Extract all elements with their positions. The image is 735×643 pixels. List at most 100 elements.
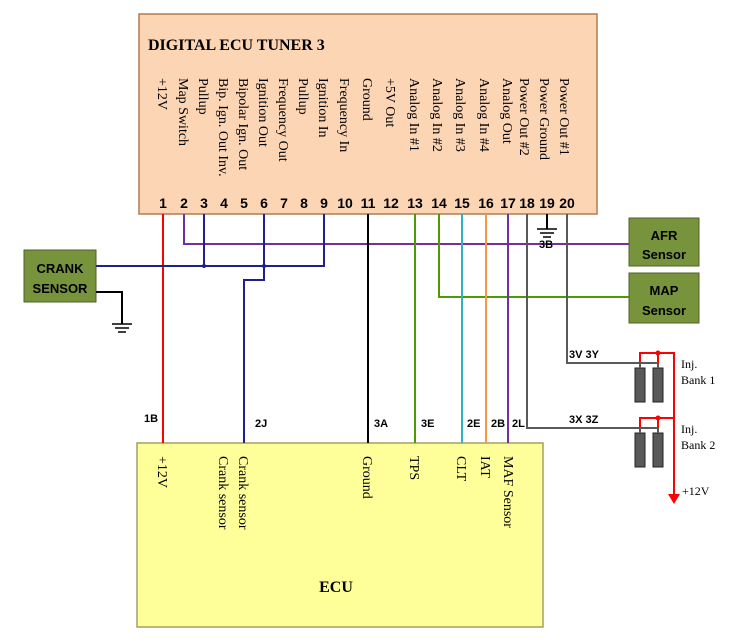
inj2-supply-wire [639,417,659,428]
wire-label-3a: 3A [374,418,388,430]
wire-label-2j: 2J [255,418,267,430]
pin-num-19: 19 [539,195,555,211]
pin-label-8: Pullup [295,78,310,115]
crank-sensor-label-1: CRANK [37,261,85,276]
pin-num-2: 2 [180,195,188,211]
afr-sensor-box [628,217,700,267]
wire-pin2-afr [183,214,629,245]
tuner-pin-numbers: 1 2 3 4 5 6 7 8 9 10 11 12 13 14 15 16 1… [159,195,575,211]
ecu-label-ground: Ground [359,456,374,499]
injector-icon [652,432,664,468]
wire-label-3x3z: 3X 3Z [569,414,599,426]
arrow-down-icon [668,494,680,504]
injector-bank-1: Inj. Bank 1 [634,350,715,403]
pin-num-18: 18 [519,195,535,211]
injector-supply-rail [658,352,675,495]
pin-label-13: Analog In #1 [406,78,421,152]
pin-label-14: Analog In #2 [429,78,444,152]
junction-dot [262,264,266,268]
wire-labels: 1B 2J 3A 3E 2E 2B 2L 3B 3V 3Y 3X 3Z [144,239,600,430]
wire-pin18-inj2 [526,214,640,429]
ecu-pin-labels: +12V Crank sensor Crank sensor Ground TP… [154,456,515,530]
pin-num-5: 5 [240,195,248,211]
tuner-box [138,13,598,215]
pin-label-1: +12V [154,78,169,110]
junctions [202,264,266,268]
pin-label-6: Ignition Out [255,78,270,147]
pin-num-9: 9 [320,195,328,211]
ecu-label-iat: IAT [477,456,492,478]
ecu-title: ECU [319,579,353,596]
crank-sensor-box [23,249,97,303]
inj1-supply-wire [639,352,659,363]
pin-num-3: 3 [200,195,208,211]
ground-symbol-pin19 [537,228,557,238]
afr-sensor-label-1: AFR [651,228,678,243]
pin-label-11: Ground [359,78,374,121]
inj-bank2-label-2: Bank 2 [681,438,715,452]
injector-supply-label: +12V [682,484,710,498]
afr-sensor-label-2: Sensor [642,247,686,262]
pin-num-13: 13 [407,195,423,211]
pin-label-15: Analog In #3 [452,78,467,152]
pin-num-16: 16 [478,195,494,211]
pin-label-19: Power Ground [536,78,551,160]
injector-icon [652,367,664,403]
pin-label-9: Ignition In [315,78,330,138]
wire-label-2l: 2L [512,418,525,430]
pin-label-4: Bip. Ign. Out Inv. [215,78,230,177]
pin-label-17: Analog Out [499,78,514,144]
wire-label-1b: 1B [144,413,158,425]
wire-label-3v3y: 3V 3Y [569,349,600,361]
ecu-label-tps: TPS [406,456,421,480]
wire-pin6-ecu-crank [243,214,265,443]
wire-label-2b: 2B [491,418,505,430]
ecu-label-crank-2: Crank sensor [235,456,250,530]
ecu-box [136,442,544,628]
wire-crank-ground [96,291,123,324]
pin-num-20: 20 [559,195,575,211]
pin-num-11: 11 [361,195,376,211]
crank-sensor-label-2: SENSOR [33,281,89,296]
pin-label-18: Power Out #2 [516,78,531,156]
pin-num-6: 6 [260,195,268,211]
pin-num-10: 10 [337,195,353,211]
pin-num-17: 17 [500,195,516,211]
pin-label-16: Analog In #4 [476,78,491,152]
pin-label-2: Map Switch [175,78,190,146]
wire-pin14-map [438,214,629,298]
map-sensor-box [628,272,700,324]
pin-num-12: 12 [383,195,399,211]
tuner-pin-labels: +12V Map Switch Pullup Bip. Ign. Out Inv… [154,78,571,177]
inj-bank1-label-2: Bank 1 [681,373,715,387]
junction-dot [202,264,206,268]
pin-label-10: Frequency In [336,78,351,152]
map-sensor-label-1: MAP [650,283,679,298]
wires [96,214,640,443]
pin-label-5: Bipolar Ign. Out [235,78,250,170]
injector-icon [634,432,646,468]
map-sensor-label-2: Sensor [642,303,686,318]
injector-icon [634,367,646,403]
pin-num-15: 15 [454,195,470,211]
wire-crank-pin9 [96,214,325,267]
pin-num-7: 7 [280,195,288,211]
wire-label-3b: 3B [539,239,553,251]
wire-label-3e: 3E [421,418,434,430]
ecu-label-clt: CLT [453,456,468,482]
pin-label-7: Frequency Out [275,78,290,162]
pin-num-14: 14 [431,195,447,211]
pin-num-8: 8 [300,195,308,211]
pin-num-4: 4 [220,195,228,211]
tuner-title: DIGITAL ECU TUNER 3 [148,37,325,54]
wire-pin20-inj1 [566,214,640,364]
ecu-label-crank-1: Crank sensor [215,456,230,530]
pin-label-20: Power Out #1 [556,78,571,156]
pin-num-1: 1 [159,195,167,211]
pin-label-12: +5V Out [382,78,397,127]
inj-bank1-label-1: Inj. [681,357,697,371]
ecu-label-maf: MAF Sensor [500,456,515,528]
ecu-label-12v: +12V [154,456,169,488]
pin-label-3: Pullup [195,78,210,115]
